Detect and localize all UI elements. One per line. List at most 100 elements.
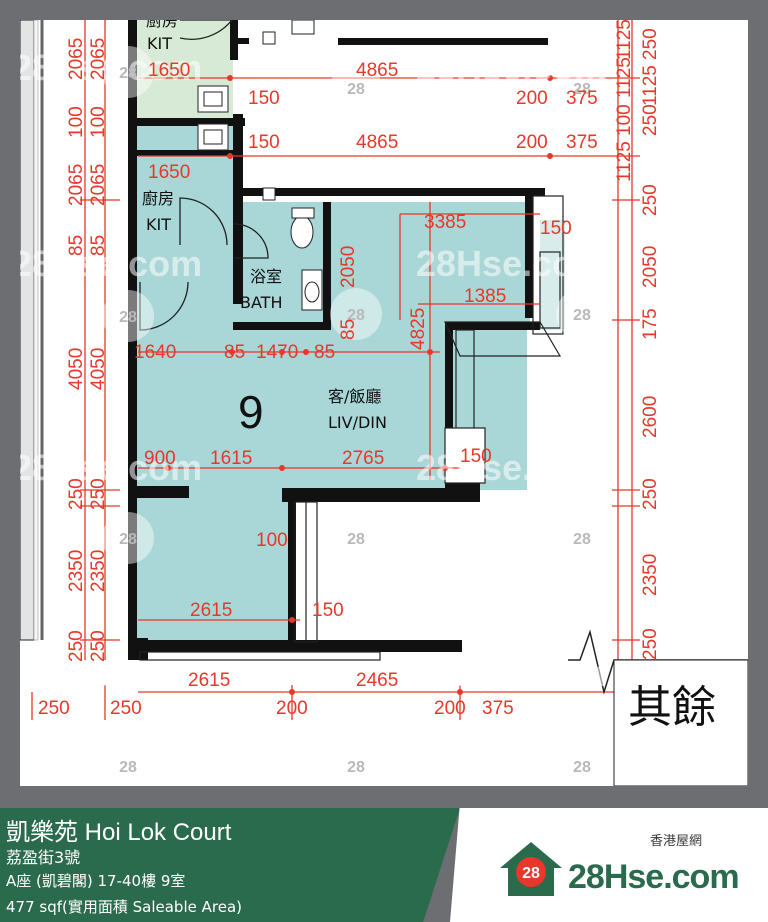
watermark-badges (102, 46, 608, 786)
svg-text:150: 150 (312, 600, 344, 621)
dimension-lines (31, 20, 640, 720)
svg-text:200: 200 (516, 132, 548, 153)
svg-text:28Hse.com: 28Hse.com (20, 447, 202, 488)
svg-text:200: 200 (516, 88, 548, 109)
svg-text:85: 85 (314, 342, 335, 363)
svg-text:28: 28 (347, 307, 365, 324)
svg-text:250: 250 (640, 28, 661, 60)
svg-text:2350: 2350 (66, 550, 87, 592)
svg-text:100: 100 (614, 104, 635, 136)
upper-kitchen-label-en: KIT (147, 34, 172, 53)
svg-text:28: 28 (119, 759, 137, 776)
bath-label-cn: 浴室 (250, 267, 282, 286)
svg-text:2465: 2465 (356, 670, 398, 691)
living-label-en: LIV/DIN (328, 413, 387, 432)
svg-text:900: 900 (144, 448, 176, 469)
svg-text:85: 85 (88, 235, 109, 256)
svg-text:150: 150 (248, 88, 280, 109)
svg-text:2765: 2765 (342, 448, 384, 469)
living-label-cn: 客/飯廳 (328, 387, 381, 406)
window-frames (139, 195, 564, 661)
bedroom-fill (135, 490, 295, 640)
dimension-labels: 1650 4865 150 200 375 150 4865 200 375 1… (38, 60, 598, 719)
svg-text:250: 250 (640, 184, 661, 216)
brand-block[interactable]: 香港屋網 28 28Hse.com (450, 808, 768, 922)
svg-text:4865: 4865 (356, 60, 398, 81)
svg-text:28: 28 (347, 531, 365, 548)
svg-text:2065: 2065 (88, 38, 109, 80)
kitchen-label-cn: 廚房 (142, 189, 174, 208)
svg-text:1615: 1615 (210, 448, 252, 469)
svg-text:28Hse.com: 28Hse.com (416, 653, 606, 694)
svg-text:250: 250 (640, 628, 661, 660)
svg-text:150: 150 (460, 446, 492, 467)
svg-text:28: 28 (347, 81, 365, 98)
svg-text:250: 250 (88, 478, 109, 510)
street-address: 荔盈街3號 (6, 848, 81, 867)
svg-text:4825: 4825 (408, 308, 429, 350)
svg-text:100: 100 (66, 106, 87, 138)
svg-text:1125: 1125 (614, 141, 635, 182)
svg-text:1640: 1640 (134, 342, 176, 363)
brand-name: 28Hse.com (568, 858, 740, 896)
svg-text:1125: 1125 (614, 20, 635, 60)
watermark-badge-labels: 28 28 28 28 28 28 28 28 28 28 28 28 (119, 65, 591, 776)
svg-text:28Hse.com: 28Hse.com (20, 243, 202, 284)
svg-text:2065: 2065 (66, 164, 87, 206)
svg-text:200: 200 (276, 698, 308, 719)
svg-text:1650: 1650 (148, 162, 190, 183)
svg-text:28Hse.com: 28Hse.com (20, 47, 202, 88)
svg-text:100: 100 (256, 530, 288, 551)
svg-text:375: 375 (482, 698, 514, 719)
svg-text:175: 175 (640, 308, 661, 340)
svg-text:28: 28 (573, 759, 591, 776)
dimension-ticks (165, 75, 553, 695)
upper-kitchen-label-cn: 廚房 (146, 20, 178, 30)
living-right-fill (325, 202, 530, 322)
svg-text:1125: 1125 (614, 57, 635, 98)
svg-text:1650: 1650 (148, 60, 190, 81)
brand-name-cn: 香港屋網 (650, 834, 703, 849)
svg-text:1385: 1385 (464, 286, 506, 307)
watermarks: 28Hse.com 28Hse.com 28Hse.com 28Hse.com … (20, 47, 606, 694)
svg-text:375: 375 (566, 132, 598, 153)
left-column-wall (20, 20, 35, 641)
svg-text:28: 28 (119, 309, 137, 326)
svg-text:28Hse.com: 28Hse.com (20, 653, 202, 694)
svg-text:3385: 3385 (424, 212, 466, 233)
svg-text:2350: 2350 (640, 554, 661, 596)
svg-text:250: 250 (38, 698, 70, 719)
floor-plan: 28Hse.com 28Hse.com 28Hse.com 28Hse.com … (20, 20, 748, 786)
svg-text:28: 28 (573, 81, 591, 98)
svg-text:85: 85 (224, 342, 245, 363)
left-dimension-labels: 2065 2065 100 100 2065 2065 85 85 4050 4… (66, 38, 109, 662)
other-area-label: 其餘 (628, 682, 716, 733)
svg-text:250: 250 (88, 630, 109, 662)
svg-text:28: 28 (522, 865, 540, 882)
svg-text:28Hse.com: 28Hse.com (416, 447, 606, 488)
balcony-fill (540, 220, 565, 330)
svg-text:250: 250 (66, 630, 87, 662)
svg-text:85: 85 (338, 319, 359, 340)
svg-text:375: 375 (566, 88, 598, 109)
svg-text:2615: 2615 (190, 600, 232, 621)
kitchen-label-en: KIT (146, 215, 171, 234)
svg-text:28: 28 (119, 65, 137, 82)
svg-text:1125: 1125 (640, 65, 661, 106)
walls (128, 20, 548, 660)
svg-text:28: 28 (119, 531, 137, 548)
svg-text:2050: 2050 (640, 246, 661, 288)
listing-info-bar: 凱樂苑 Hoi Lok Court 荔盈街3號 A座 (凱碧閣) 17-40樓 … (0, 808, 768, 922)
svg-text:150: 150 (540, 218, 572, 239)
fixtures (197, 20, 323, 311)
unit-info: A座 (凱碧閣) 17-40樓 9室 (6, 872, 186, 890)
estate-name: 凱樂苑 Hoi Lok Court (6, 819, 232, 846)
svg-text:100: 100 (88, 106, 109, 138)
middle-dimension-labels: 2050 4825 85 (338, 246, 429, 350)
left-window (33, 20, 39, 641)
svg-text:28Hse.com: 28Hse.com (416, 47, 606, 88)
svg-text:1470: 1470 (256, 342, 298, 363)
svg-text:250: 250 (640, 478, 661, 510)
saleable-area: 477 sqf(實用面積 Saleable Area) (6, 898, 242, 916)
doors (139, 20, 269, 331)
